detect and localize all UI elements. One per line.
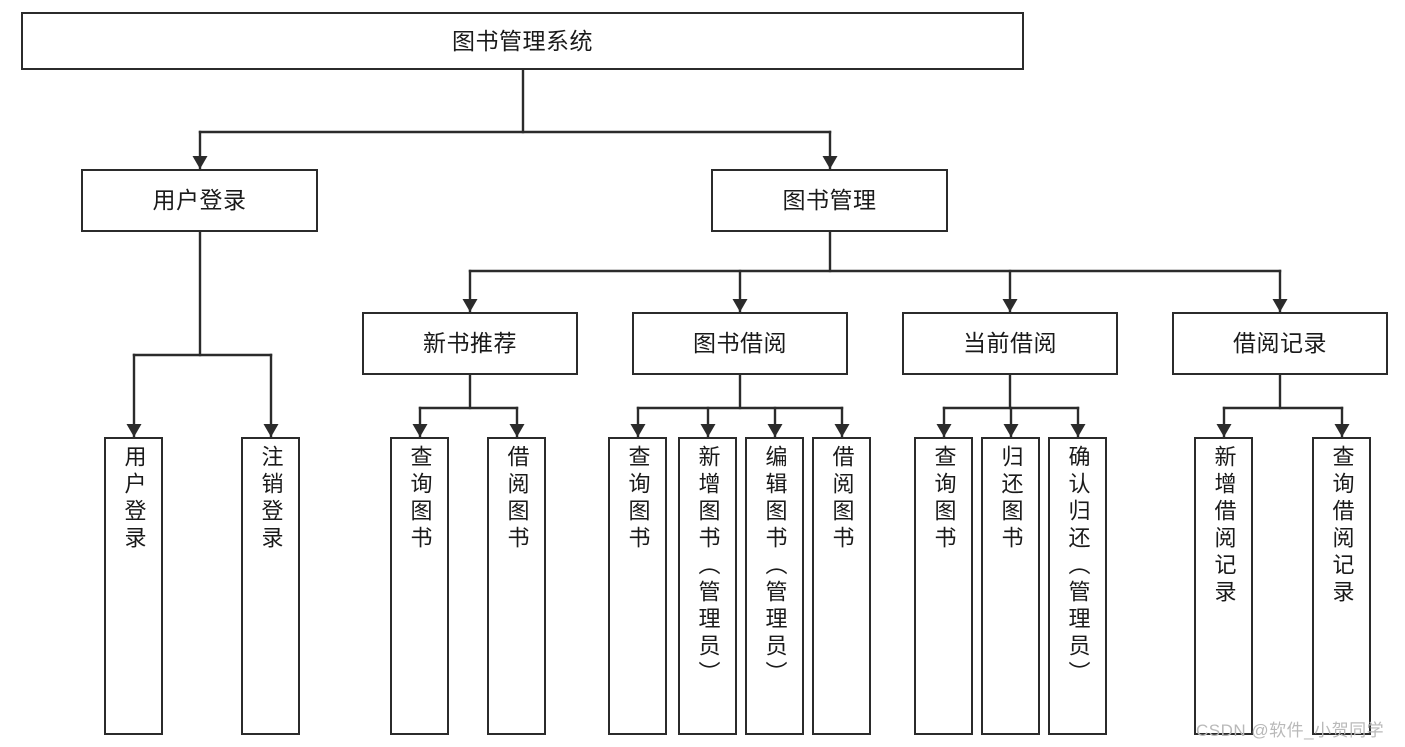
node-l_return[interactable]: 归还图书 [981,437,1040,735]
edge-arrowhead [834,424,850,437]
node-l_qrec[interactable]: 查询借阅记录 [1312,437,1371,735]
edge-arrowhead [126,424,142,437]
edge-arrowhead [192,156,208,169]
node-l_q1[interactable]: 查询图书 [390,437,449,735]
node-label: 图书借阅 [693,330,787,357]
edge-arrowhead [1070,424,1086,437]
node-label: 注销登录 [258,445,284,553]
node-label: 新增图书（管理员） [695,445,721,688]
edge-arrowhead [263,424,279,437]
node-label: 确认归还（管理员） [1065,445,1091,688]
node-root[interactable]: 图书管理系统 [21,12,1024,70]
node-bookmgmt[interactable]: 图书管理 [711,169,948,232]
node-label: 查询图书 [625,445,651,553]
edge-arrowhead [509,424,525,437]
node-label: 新书推荐 [423,330,517,357]
edge-arrowhead [732,299,748,312]
node-l_q2[interactable]: 查询图书 [608,437,667,735]
node-label: 归还图书 [998,445,1024,553]
node-label: 查询借阅记录 [1329,445,1355,607]
edge-arrowhead [700,424,716,437]
node-l_logout[interactable]: 注销登录 [241,437,300,735]
node-l_userlogin[interactable]: 用户登录 [104,437,163,735]
node-l_edit[interactable]: 编辑图书（管理员） [745,437,804,735]
node-label: 当前借阅 [963,330,1057,357]
edge-arrowhead [1272,299,1288,312]
node-l_q3[interactable]: 查询图书 [914,437,973,735]
edge-arrowhead [1002,299,1018,312]
edge-arrowhead [1003,424,1019,437]
node-newbook[interactable]: 新书推荐 [362,312,578,375]
node-records[interactable]: 借阅记录 [1172,312,1388,375]
edge-arrowhead [412,424,428,437]
node-l_confirm[interactable]: 确认归还（管理员） [1048,437,1107,735]
edge-arrowhead [936,424,952,437]
edge-arrowhead [1334,424,1350,437]
node-borrow[interactable]: 图书借阅 [632,312,848,375]
node-login[interactable]: 用户登录 [81,169,318,232]
node-label: 查询图书 [931,445,957,553]
node-label: 用户登录 [152,187,247,214]
watermark-text: CSDN @软件_小贺同学 [1196,721,1385,740]
edge-arrowhead [462,299,478,312]
edge-arrowhead [630,424,646,437]
node-l_add[interactable]: 新增图书（管理员） [678,437,737,735]
node-current[interactable]: 当前借阅 [902,312,1118,375]
node-l_b2[interactable]: 借阅图书 [812,437,871,735]
edge-arrowhead [822,156,838,169]
node-label: 借阅图书 [829,445,855,553]
node-label: 借阅记录 [1233,330,1327,357]
node-label: 编辑图书（管理员） [762,445,788,688]
edge-arrowhead [1216,424,1232,437]
node-label: 图书管理系统 [452,27,593,54]
node-label: 借阅图书 [504,445,530,553]
node-l_addrec[interactable]: 新增借阅记录 [1194,437,1253,735]
node-label: 图书管理 [782,187,877,214]
node-l_b1[interactable]: 借阅图书 [487,437,546,735]
node-label: 查询图书 [407,445,433,553]
node-label: 用户登录 [121,445,147,553]
node-label: 新增借阅记录 [1211,445,1237,607]
edge-arrowhead [767,424,783,437]
